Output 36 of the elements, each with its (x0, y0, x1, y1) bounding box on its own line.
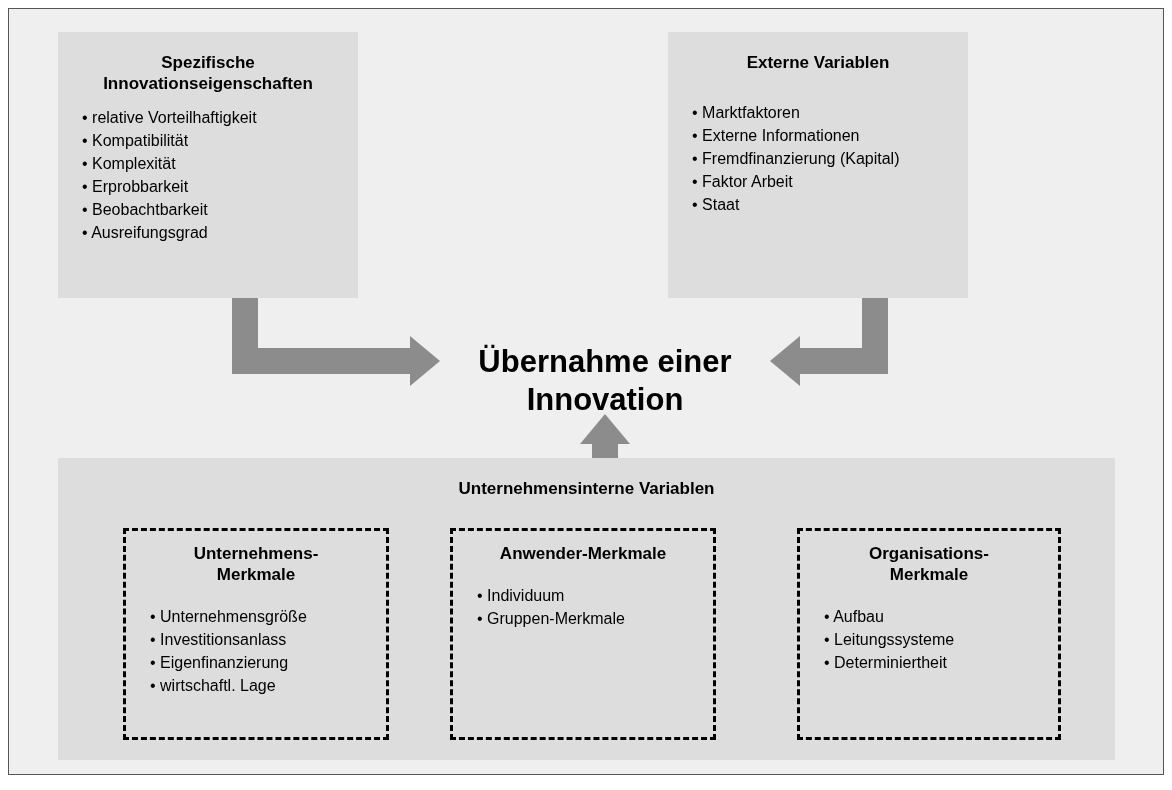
list-item: • Aufbau (824, 607, 884, 627)
list-item: • Gruppen-Merkmale (477, 609, 625, 629)
list-item: • Komplexität (82, 154, 176, 174)
list-item: • relative Vorteilhaftigkeit (82, 108, 257, 128)
list-item: • Externe Informationen (692, 126, 860, 146)
group-box (797, 528, 1061, 740)
category-box (668, 32, 968, 298)
list-item: • Determiniertheit (824, 653, 947, 673)
list-item: • Unternehmensgröße (150, 607, 307, 627)
title-text: Übernahme einer Innovation (477, 343, 733, 419)
block-arrow (580, 414, 630, 458)
list-item: • wirtschaftl. Lage (150, 676, 276, 696)
list-item: • Faktor Arbeit (692, 172, 793, 192)
list-item: • Ausreifungsgrad (82, 223, 208, 243)
category-panel (58, 458, 1115, 760)
box-heading: Unternehmens-Merkmale (192, 543, 320, 585)
list-item: • Kompatibilität (82, 131, 189, 151)
group-box (450, 528, 716, 740)
list-item: • Individuum (477, 586, 565, 606)
box-heading: Externe Variablen (745, 52, 891, 73)
list-item: • Marktfaktoren (692, 103, 800, 123)
box-heading: Spezifische Innovationseigenschaften (102, 52, 314, 94)
list-item: • Investitionsanlass (150, 630, 287, 650)
box-heading: Organisations-Merkmale (868, 543, 990, 585)
list-item: • Eigenfinanzierung (150, 653, 289, 673)
box-heading: Unternehmensinterne Variablen (457, 478, 716, 499)
category-box (58, 32, 358, 298)
list-item: • Staat (692, 195, 740, 215)
group-box (123, 528, 389, 740)
list-item: • Beobachtbarkeit (82, 200, 208, 220)
list-item: • Fremdfinanzierung (Kapital) (692, 149, 900, 169)
list-item: • Leitungssysteme (824, 630, 955, 650)
block-arrow (232, 298, 440, 386)
block-arrow (770, 298, 888, 386)
list-item: • Erprobbarkeit (82, 177, 189, 197)
box-heading: Anwender-Merkmale (498, 543, 668, 564)
